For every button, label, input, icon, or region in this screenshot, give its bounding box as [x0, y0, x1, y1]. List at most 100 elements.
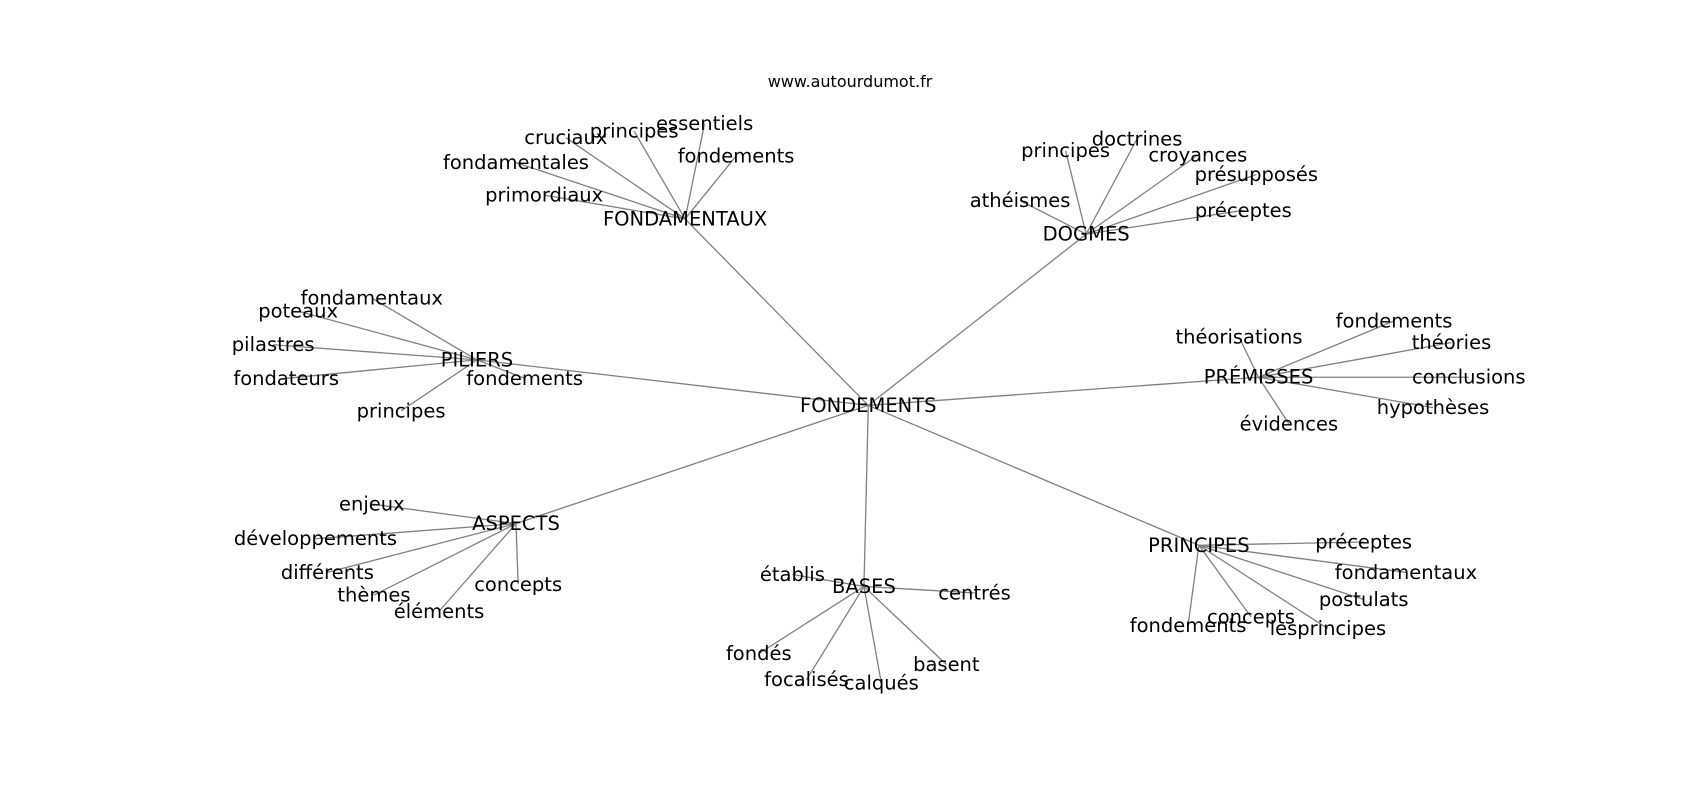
- hub-node-label: PRINCIPES: [1148, 534, 1249, 557]
- center-node-label: FONDEMENTS: [800, 394, 937, 417]
- edge-hub-to-word: [1198, 544, 1407, 573]
- edge-hub-to-word: [371, 297, 478, 361]
- edge-center-to-hub: [476, 359, 869, 407]
- edge-hub-to-word: [1258, 320, 1395, 378]
- word-node-label: théories: [1412, 331, 1492, 354]
- word-node-label: présupposés: [1195, 163, 1318, 186]
- edge-hub-to-word: [863, 586, 882, 684]
- word-node-label: fondamentaux: [301, 287, 443, 310]
- edge-hub-to-word: [1198, 544, 1364, 601]
- edge-hub-to-word: [327, 522, 517, 573]
- word-node-label: fondamentaux: [1335, 561, 1477, 584]
- word-node-label: cruciaux: [524, 126, 607, 149]
- edge-hub-to-word: [438, 523, 517, 612]
- word-node-label: thèmes: [337, 584, 410, 607]
- word-node-label: postulats: [1319, 588, 1409, 611]
- word-node-label: théorisations: [1176, 326, 1303, 349]
- word-node-label: focalisés: [764, 668, 849, 691]
- word-node-label: centrés: [938, 581, 1010, 604]
- edge-hub-to-word: [476, 359, 525, 379]
- word-node-label: éléments: [394, 600, 485, 623]
- word-node-label: enjeux: [339, 493, 405, 516]
- word-node-label: principes: [1021, 139, 1110, 162]
- hub-node-label: PRÉMISSES: [1204, 366, 1314, 389]
- edge-hub-to-word: [1019, 199, 1087, 235]
- hub-node-label: DOGMES: [1043, 223, 1130, 246]
- word-node-label: différents: [281, 561, 374, 584]
- edge-center-to-hub: [863, 405, 869, 587]
- word-node-label: essentiels: [656, 112, 753, 135]
- edge-hub-to-word: [1085, 138, 1138, 235]
- word-node-label: concepts: [1207, 605, 1295, 628]
- edge-hub-to-word: [400, 359, 478, 412]
- edges: [273, 123, 1469, 684]
- word-node-label: développements: [234, 527, 397, 550]
- word-node-label: athéismes: [970, 189, 1071, 212]
- edge-center-to-hub: [867, 233, 1087, 406]
- word-node-label: poteaux: [258, 300, 338, 323]
- edge-hub-to-word: [805, 586, 865, 681]
- edge-hub-to-word: [1086, 209, 1244, 235]
- word-node-label: doctrines: [1092, 127, 1183, 150]
- edge-hub-to-word: [1085, 173, 1257, 235]
- edge-hub-to-word: [1198, 541, 1364, 546]
- word-node-label: fondements: [1130, 614, 1247, 637]
- hub-node-label: ASPECTS: [472, 512, 560, 535]
- word-node-label: conclusions: [1412, 366, 1526, 389]
- word-node-label: fondements: [678, 145, 795, 168]
- word-node-label: établis: [760, 563, 825, 586]
- edge-hub-to-word: [1198, 544, 1329, 630]
- edge-center-to-hub: [684, 218, 869, 406]
- word-node-label: basent: [913, 653, 980, 676]
- word-node-label: fondamentales: [443, 151, 589, 174]
- word-node-label: préceptes: [1315, 531, 1412, 554]
- word-node-label: concepts: [474, 573, 562, 596]
- edge-hub-to-word: [297, 310, 478, 361]
- word-node-label: fondements: [466, 367, 583, 390]
- edge-hub-to-word: [1258, 376, 1434, 409]
- hub-node-label: PILIERS: [441, 348, 513, 371]
- edge-hub-to-word: [373, 522, 517, 596]
- edge-center-to-hub: [868, 404, 1200, 546]
- edge-hub-to-word: [758, 585, 865, 655]
- edge-hub-to-word: [684, 123, 706, 220]
- word-node-label: fondateurs: [233, 367, 339, 390]
- word-node-label: primordiaux: [485, 184, 603, 207]
- edge-hub-to-word: [1198, 544, 1252, 618]
- edge-hub-to-word: [863, 585, 975, 594]
- edge-hub-to-word: [633, 130, 686, 220]
- edge-hub-to-word: [792, 573, 865, 588]
- labels: FONDEMENTSFONDAMENTAUXcruciauxprincipese…: [232, 112, 1526, 694]
- source-watermark: www.autourdumot.fr: [767, 72, 933, 91]
- edge-center-to-hub: [515, 404, 869, 525]
- hub-node-label: FONDAMENTAUX: [603, 207, 767, 230]
- word-node-label: lesprincipes: [1270, 617, 1386, 640]
- edge-hub-to-word: [1187, 545, 1200, 626]
- word-node-label: calqués: [844, 671, 919, 694]
- edge-hub-to-word: [565, 137, 686, 220]
- word-node-label: pilastres: [232, 333, 315, 356]
- edge-hub-to-word: [315, 522, 517, 540]
- word-node-label: principes: [357, 399, 446, 422]
- edge-hub-to-word: [515, 523, 519, 585]
- edge-hub-to-word: [515, 161, 686, 220]
- word-node-label: fondements: [1336, 309, 1453, 332]
- word-node-label: principes: [590, 120, 679, 143]
- edge-hub-to-word: [371, 503, 517, 525]
- word-node-label: croyances: [1148, 144, 1247, 167]
- edge-center-to-hub: [868, 376, 1259, 407]
- edge-hub-to-word: [273, 344, 478, 361]
- edge-hub-to-word: [1238, 336, 1260, 378]
- word-node-label: préceptes: [1195, 199, 1292, 222]
- word-node-label: hypothèses: [1377, 396, 1490, 419]
- edge-hub-to-word: [544, 194, 686, 220]
- edge-hub-to-word: [1064, 150, 1087, 235]
- word-node-label: évidences: [1240, 412, 1339, 435]
- word-node-label: fondés: [726, 642, 792, 665]
- edge-hub-to-word: [1085, 154, 1199, 235]
- edge-hub-to-word: [1258, 341, 1452, 378]
- edge-hub-to-word: [286, 359, 478, 379]
- edge-hub-to-word: [863, 585, 947, 665]
- edge-hub-to-word: [1257, 376, 1290, 425]
